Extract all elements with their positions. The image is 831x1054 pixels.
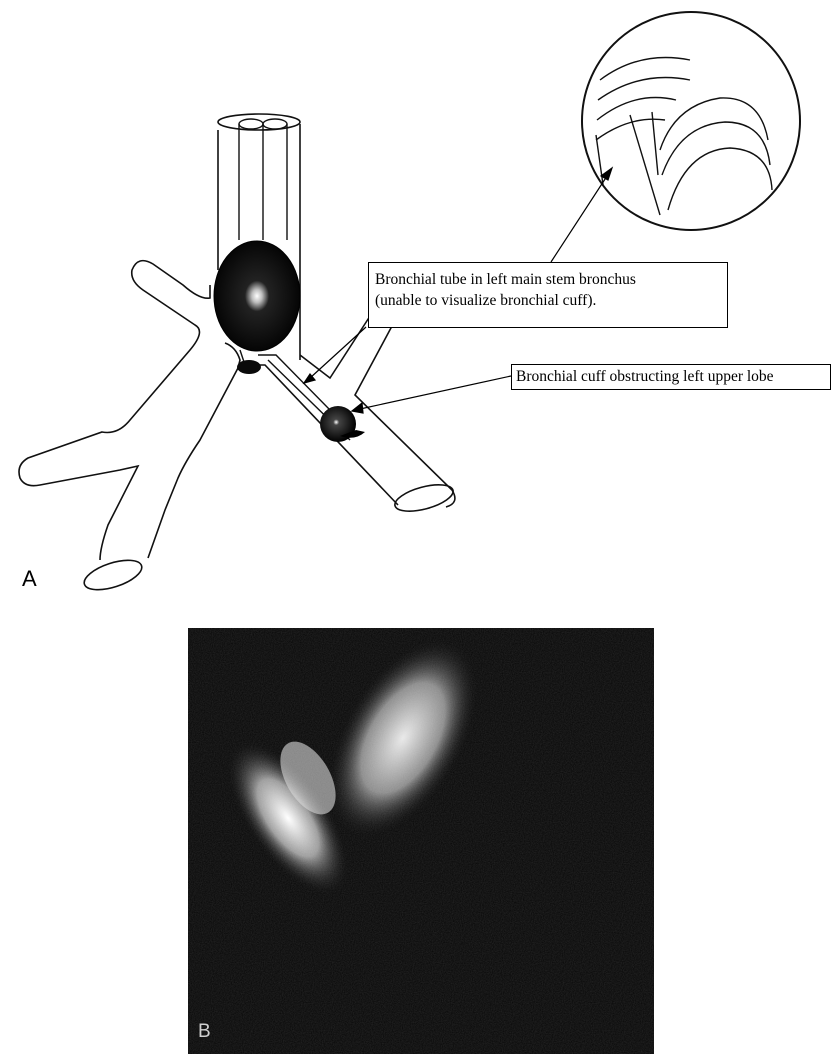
callout-line-2: (unable to visualize bronchial cuff). <box>375 290 721 311</box>
bronchoscopy-photo: B <box>188 628 654 1054</box>
airway-tree <box>19 114 456 596</box>
bronchoscope-view <box>582 12 800 230</box>
callout-line-1: Bronchial tube in left main stem bronchu… <box>375 269 721 290</box>
bronchial-cuff-callout: Bronchial cuff obstructing left upper lo… <box>511 364 831 390</box>
endoscopic-image <box>188 628 654 1054</box>
tube-tip <box>237 360 261 374</box>
bronchial-tube-callout: Bronchial tube in left main stem bronchu… <box>368 262 728 328</box>
panel-label-a: A <box>22 566 37 591</box>
tracheal-cuff <box>214 241 300 351</box>
panel-label-b: B <box>198 1021 211 1043</box>
